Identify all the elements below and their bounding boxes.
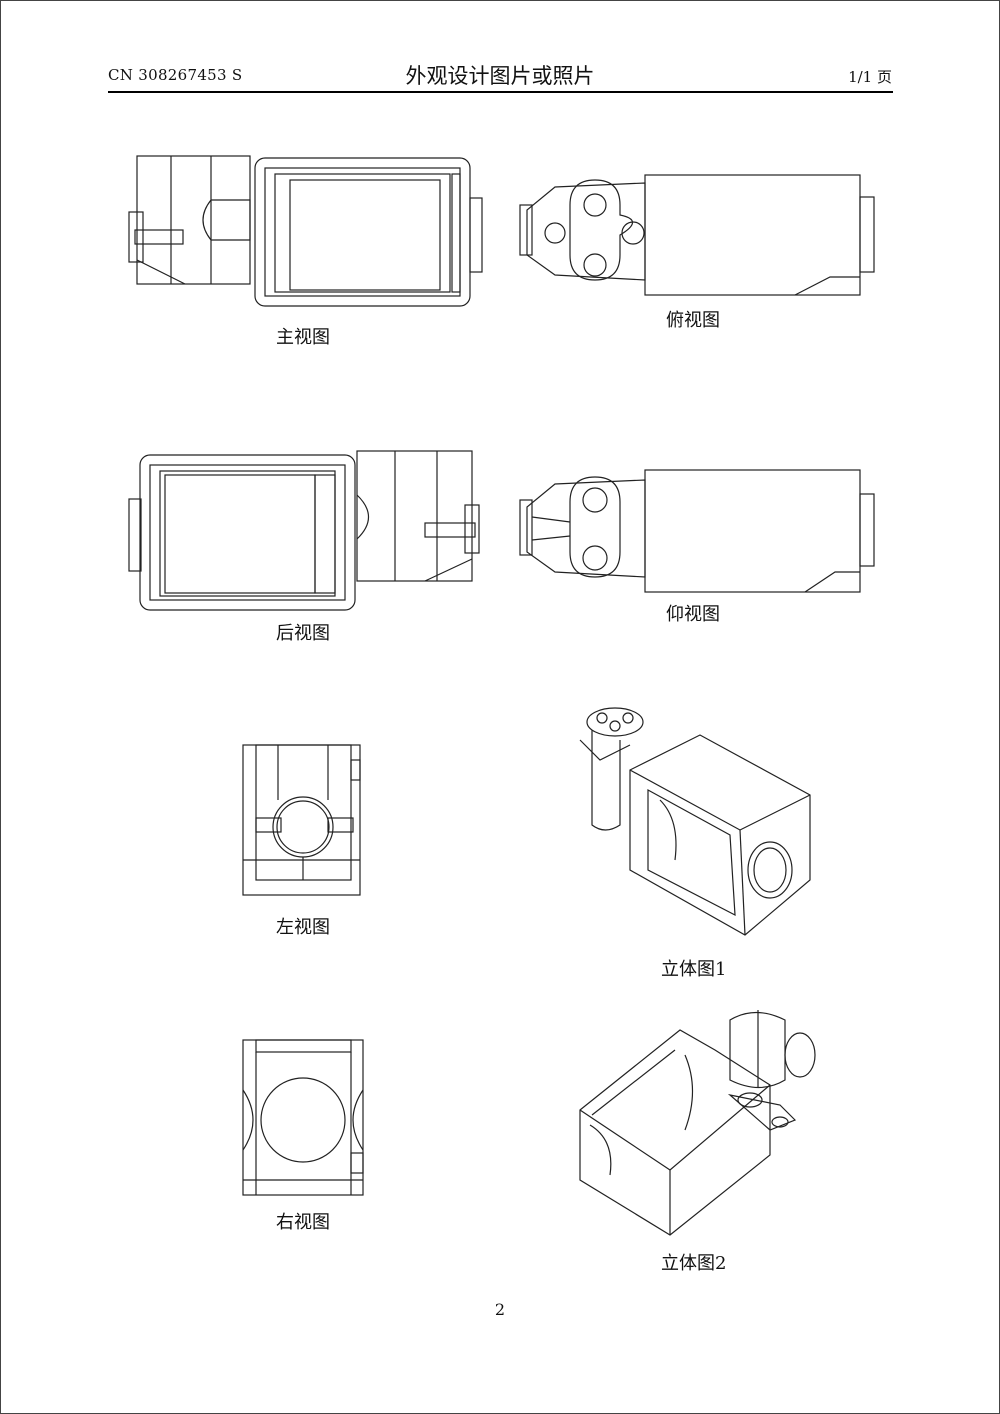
- caption-rear-view: 后视图: [276, 623, 330, 644]
- perspective2-drawing: [579, 1010, 816, 1236]
- top-view-drawing: [519, 174, 875, 296]
- header-rule: [108, 91, 893, 93]
- caption-perspective2: 立体图2: [661, 1253, 727, 1274]
- caption-bottom-view: 仰视图: [666, 604, 720, 625]
- left-view-drawing: [242, 744, 361, 896]
- front-view-drawing: [128, 155, 483, 307]
- right-view-drawing: [242, 1039, 364, 1196]
- perspective1-drawing: [579, 707, 811, 936]
- page-indicator: 1/1 页: [848, 68, 892, 86]
- caption-perspective1: 立体图1: [661, 959, 727, 980]
- caption-right-view: 右视图: [276, 1212, 330, 1233]
- caption-left-view: 左视图: [276, 917, 330, 938]
- bottom-view-drawing: [519, 469, 875, 593]
- rear-view-drawing: [128, 450, 480, 611]
- page-number: 2: [494, 1300, 506, 1319]
- doc-number: CN 308267453 S: [108, 66, 243, 84]
- caption-top-view: 俯视图: [666, 310, 720, 331]
- caption-front-view: 主视图: [276, 327, 330, 348]
- page-title: 外观设计图片或照片: [405, 64, 595, 88]
